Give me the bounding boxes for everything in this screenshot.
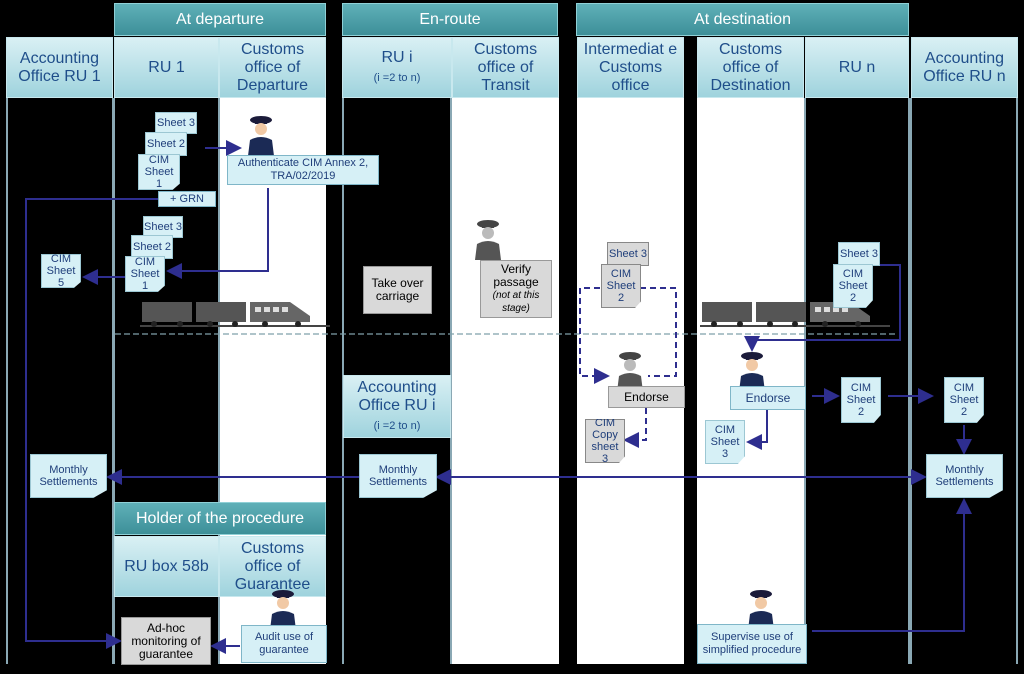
lane-accounting-ru1: [6, 98, 114, 664]
cim-copy-sheet-3: CIM Copy sheet 3: [585, 419, 625, 463]
col-accounting-office-rui: Accounting Office RU i(i =2 to n): [343, 375, 451, 438]
col-customs-destination: Customs office of Destination: [697, 37, 804, 98]
monthly-settlements-ru1: Monthly Settlements: [30, 454, 107, 498]
group-at-departure: At departure: [114, 3, 326, 36]
cim-sheet-5: CIM Sheet 5: [41, 254, 81, 288]
sheet-3-grey: Sheet 3: [607, 242, 649, 266]
supervise-simplified-box: Supervise use of simplified procedure: [697, 624, 807, 664]
cim-sheet-2-grey: CIM Sheet 2: [601, 264, 641, 308]
cim-sheet-2: CIM Sheet 2: [833, 264, 873, 308]
monthly-settlements-rui: Monthly Settlements: [359, 454, 437, 498]
group-at-destination: At destination: [576, 3, 909, 36]
endorse-destination-box: Endorse: [730, 386, 806, 410]
adhoc-monitoring-box: Ad-hoc monitoring of guarantee: [121, 617, 211, 665]
lane-accounting-run: [910, 98, 1018, 664]
sheet-3: Sheet 3: [838, 242, 880, 266]
endorse-intermediate-box: Endorse: [608, 386, 685, 408]
col-run: RU n: [805, 37, 909, 98]
customs-officer-icon: [248, 116, 274, 156]
group-en-route: En-route: [342, 3, 558, 36]
sheet-2: Sheet 2: [131, 235, 173, 259]
cim-sheet-2: CIM Sheet 2: [944, 377, 984, 423]
group-holder-procedure: Holder of the procedure: [114, 502, 326, 535]
sheet-3: Sheet 3: [143, 216, 183, 238]
cim-sheet-3: CIM Sheet 3: [705, 420, 745, 464]
col-accounting-office-run: Accounting Office RU n: [911, 37, 1018, 98]
monthly-settlements-run: Monthly Settlements: [926, 454, 1003, 498]
cim-sheet-1: CIM Sheet 1: [125, 256, 165, 292]
sheet-2: Sheet 2: [145, 132, 187, 156]
cim-sheet-2: CIM Sheet 2: [841, 377, 881, 423]
take-over-carriage-box: Take over carriage: [363, 266, 432, 314]
col-intermediate-customs: Intermediat e Customs office: [577, 37, 684, 98]
sheet-3: Sheet 3: [155, 112, 197, 134]
authenticate-cim-box: Authenticate CIM Annex 2, TRA/02/2019: [227, 155, 379, 185]
customs-officer-grey-icon: [475, 220, 501, 260]
col-customs-transit: Customs office of Transit: [452, 37, 559, 98]
customs-officer-icon: [270, 590, 296, 630]
lane-run: [804, 98, 910, 664]
col-ru1: RU 1: [114, 37, 219, 98]
col-ru-box-58b: RU box 58b: [114, 536, 219, 597]
lane-customs-transit: [452, 98, 559, 664]
col-rui: RU i(i =2 to n): [342, 37, 452, 98]
col-accounting-office-ru1: Accounting Office RU 1: [6, 37, 113, 98]
audit-guarantee-box: Audit use of guarantee: [241, 625, 327, 663]
train-departure-icon: [142, 302, 310, 327]
col-customs-departure: Customs office of Departure: [219, 37, 326, 98]
cim-sheet-1: CIM Sheet 1: [138, 154, 180, 190]
verify-passage-box: Verify passage(not at this stage): [480, 260, 552, 318]
grn-box: + GRN: [158, 191, 216, 207]
col-customs-guarantee: Customs office of Guarantee: [219, 536, 326, 597]
